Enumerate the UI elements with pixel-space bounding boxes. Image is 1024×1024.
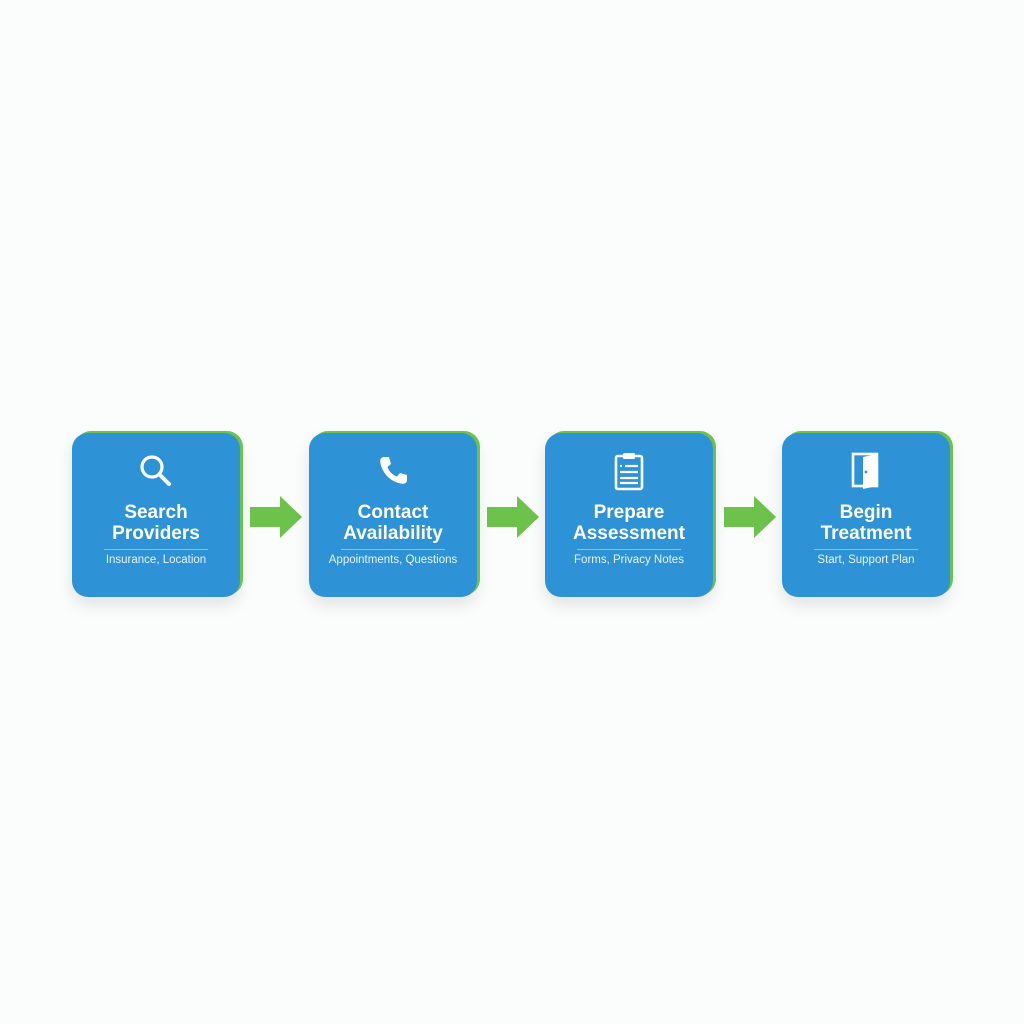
arrow-right-icon	[724, 496, 776, 538]
door-icon	[782, 451, 950, 491]
step-title-line2: Availability	[343, 523, 443, 544]
step-subtitle: Forms, Privacy Notes	[574, 554, 684, 566]
step-subtitle: Insurance, Location	[105, 554, 207, 566]
step-card-contact-availability: Contact Availability Appointments, Quest…	[309, 433, 477, 597]
step-subtitle: Start, Support Plan	[817, 554, 915, 566]
step-title-line1: Search	[124, 502, 188, 523]
step-title: Prepare Assessment	[545, 502, 713, 544]
arrow-right-icon	[250, 496, 302, 538]
phone-icon	[309, 451, 477, 491]
divider	[814, 549, 918, 550]
step-title-line2: Providers	[112, 523, 200, 544]
divider	[577, 549, 681, 550]
step-title-line1: Prepare	[593, 502, 665, 523]
step-title-line2: Treatment	[820, 523, 912, 544]
step-card-begin-treatment: Begin Treatment Start, Support Plan	[782, 433, 950, 597]
step-card-prepare-assessment: Prepare Assessment Forms, Privacy Notes	[545, 433, 713, 597]
search-icon	[72, 451, 240, 491]
step-title: Begin Treatment	[782, 502, 950, 544]
step-title-line2: Assessment	[573, 523, 685, 544]
step-title: Contact Availability	[309, 502, 477, 544]
step-title-line1: Begin	[839, 502, 893, 523]
step-subtitle: Appointments, Questions	[328, 554, 458, 566]
clipboard-icon	[545, 451, 713, 491]
divider	[104, 549, 208, 550]
step-card-search-providers: Search Providers Insurance, Location	[72, 433, 240, 597]
arrow-right-icon	[487, 496, 539, 538]
step-title: Search Providers	[72, 502, 240, 544]
step-title-line1: Contact	[357, 502, 429, 523]
divider	[341, 549, 445, 550]
